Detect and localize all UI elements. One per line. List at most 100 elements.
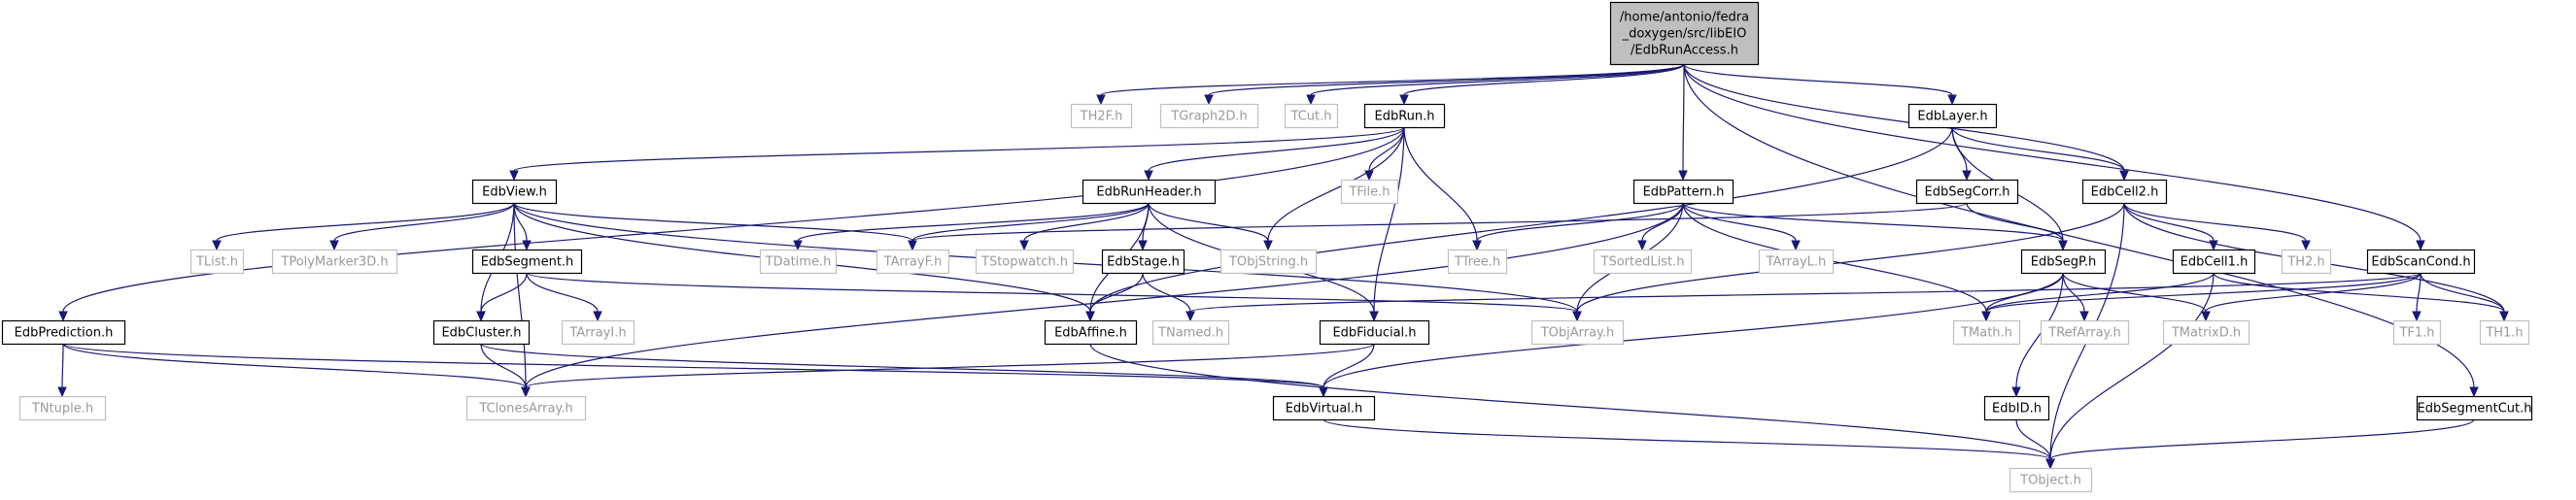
- node-box: [1101, 249, 1185, 275]
- edge-edb-seg-corr-to-edb-seg-p: [1966, 202, 2068, 251]
- node-edb-stage[interactable]: EdbStage.h: [1101, 249, 1185, 275]
- node-label: TH2.h: [2286, 255, 2324, 270]
- node-label: TNamed.h: [1157, 326, 1223, 341]
- node-box: [2081, 179, 2168, 205]
- node-box: [18, 395, 107, 421]
- node-box: [2392, 319, 2442, 346]
- node-edb-segment[interactable]: EdbSegment.h: [471, 249, 583, 275]
- node-label: /EdbRunAccess.h: [1631, 44, 1738, 58]
- node-label: TPolyMarker3D.h: [280, 255, 388, 270]
- node-label: EdbSegment.h: [481, 255, 574, 270]
- node-label: EdbSegmentCut.h: [2417, 402, 2531, 417]
- node-label: EdbRunHeader.h: [1096, 185, 1201, 200]
- dependency-edges: [57, 63, 2509, 470]
- node-edb-layer[interactable]: EdbLayer.h: [1907, 103, 1998, 129]
- node-box: [1272, 395, 1376, 421]
- node-label: TArrayI.h: [568, 326, 626, 341]
- node-t-list: TList.h: [189, 249, 245, 275]
- node-t-math: TMath.h: [1952, 319, 2021, 346]
- node-box: [271, 249, 398, 275]
- node-edb-view[interactable]: EdbView.h: [471, 179, 558, 205]
- edge-edb-run-header-to-t-stopwatch: [1019, 202, 1150, 251]
- edge-root-to-edb-run: [1399, 63, 1685, 106]
- node-box: [2009, 467, 2093, 493]
- node-th1: TH1.h: [2479, 319, 2530, 346]
- node-label: EdbStage.h: [1107, 255, 1180, 270]
- edge-edb-fiducial-to-t-clones-array: [521, 343, 1375, 398]
- node-label: /home/antonio/fedra: [1620, 11, 1749, 25]
- node-t-obj-array: TObjArray.h: [1530, 319, 1625, 346]
- edge-edb-seg-corr-to-t-array-f: [908, 202, 1968, 251]
- node-edb-scan-cond[interactable]: EdbScanCond.h: [2366, 249, 2476, 275]
- root-file-node[interactable]: /home/antonio/fedra_doxygen/src/libEIO/E…: [1609, 1, 1760, 66]
- node-label: TH2F.h: [1080, 110, 1123, 124]
- edge-edb-view-to-edb-segment: [513, 202, 532, 251]
- node-label: EdbCell2.h: [2091, 185, 2159, 200]
- edge-edb-scan-cond-to-th1: [2420, 272, 2509, 322]
- edge-edb-view-to-t-list: [212, 202, 515, 251]
- node-edb-run[interactable]: EdbRun.h: [1363, 103, 1446, 129]
- node-label: TArrayF.h: [883, 255, 943, 270]
- node-box: [561, 319, 635, 346]
- node-edb-seg-corr[interactable]: EdbSegCorr.h: [1915, 179, 2019, 205]
- node-label: TList.h: [195, 255, 238, 270]
- node-t-named: TNamed.h: [1151, 319, 1230, 346]
- node-box: [975, 249, 1075, 275]
- node-label: TObject.h: [2019, 474, 2081, 488]
- node-box: [1758, 249, 1835, 275]
- node-edb-cluster[interactable]: EdbCluster.h: [432, 319, 531, 346]
- edge-edb-prediction-to-t-clones-array: [62, 343, 531, 398]
- node-edb-pattern[interactable]: EdbPattern.h: [1632, 179, 1735, 205]
- node-th2: TH2.h: [2281, 249, 2332, 275]
- node-box: [1284, 103, 1339, 129]
- edge-root-to-edb-segment-cut: [1683, 63, 2479, 398]
- node-edb-seg-p[interactable]: EdbSegP.h: [2020, 249, 2107, 275]
- node-edb-segment-cut[interactable]: EdbSegmentCut.h: [2416, 395, 2533, 421]
- node-label: EdbVirtual.h: [1286, 402, 1363, 417]
- node-edb-cell2[interactable]: EdbCell2.h: [2081, 179, 2168, 205]
- node-edb-fiducial[interactable]: EdbFiducial.h: [1319, 319, 1430, 346]
- node-box: [1151, 319, 1230, 346]
- node-edb-virtual[interactable]: EdbVirtual.h: [1272, 395, 1376, 421]
- edge-edb-cluster-to-edb-virtual: [480, 343, 1328, 398]
- node-box: [2040, 319, 2130, 346]
- edge-edb-pattern-to-t-sorted-list: [1637, 202, 1684, 251]
- node-label: TCut.h: [1290, 110, 1332, 124]
- node-label: EdbCluster.h: [441, 326, 521, 341]
- node-box: [1, 319, 126, 346]
- node-t-file: TFile.h: [1340, 179, 1399, 205]
- node-th2-f: TH2F.h: [1070, 103, 1133, 129]
- edge-edb-pattern-to-edb-seg-p: [1682, 202, 2068, 251]
- node-t-array-i: TArrayI.h: [561, 319, 635, 346]
- edge-root-to-edb-cell2: [1683, 63, 2129, 182]
- edge-edb-run-to-edb-prediction: [58, 126, 1405, 322]
- node-label: TClonesArray.h: [478, 402, 572, 417]
- node-label: EdbPrediction.h: [15, 326, 114, 341]
- edge-root-to-t-cut: [1306, 63, 1685, 106]
- node-edb-id[interactable]: EdbID.h: [1983, 395, 2050, 421]
- edge-edb-segment-to-edb-cluster: [476, 272, 528, 322]
- node-label: EdbLayer.h: [1917, 110, 1987, 124]
- edge-edb-scan-cond-to-t-matrix-d: [2201, 272, 2421, 322]
- node-box: [1983, 395, 2050, 421]
- edge-edb-seg-p-to-edb-id: [2011, 272, 2064, 398]
- node-label: TTree.h: [1454, 255, 1500, 270]
- node-label: EdbAffine.h: [1054, 326, 1127, 341]
- edge-edb-segment-to-t-obj-array: [526, 272, 1582, 322]
- edge-edb-run-to-edb-run-header: [1144, 126, 1405, 182]
- edge-edb-pattern-to-t-math: [1682, 202, 1991, 322]
- edge-edb-run-header-to-t-obj-string: [1148, 202, 1273, 251]
- node-label: EdbSegCorr.h: [1925, 185, 2010, 200]
- node-edb-run-header[interactable]: EdbRunHeader.h: [1082, 179, 1217, 205]
- node-label: TMath.h: [1960, 326, 2012, 341]
- node-t-stopwatch: TStopwatch.h: [975, 249, 1075, 275]
- node-label: TFile.h: [1348, 185, 1390, 200]
- node-edb-cell1[interactable]: EdbCell1.h: [2172, 249, 2256, 275]
- node-t-tree: TTree.h: [1447, 249, 1508, 275]
- node-box: [1593, 249, 1693, 275]
- edge-edb-view-to-t-clones-array: [513, 202, 531, 398]
- node-edb-prediction[interactable]: EdbPrediction.h: [1, 319, 126, 346]
- node-label: TNtuple.h: [31, 402, 93, 417]
- node-box: [1070, 103, 1133, 129]
- node-edb-affine[interactable]: EdbAffine.h: [1044, 319, 1138, 346]
